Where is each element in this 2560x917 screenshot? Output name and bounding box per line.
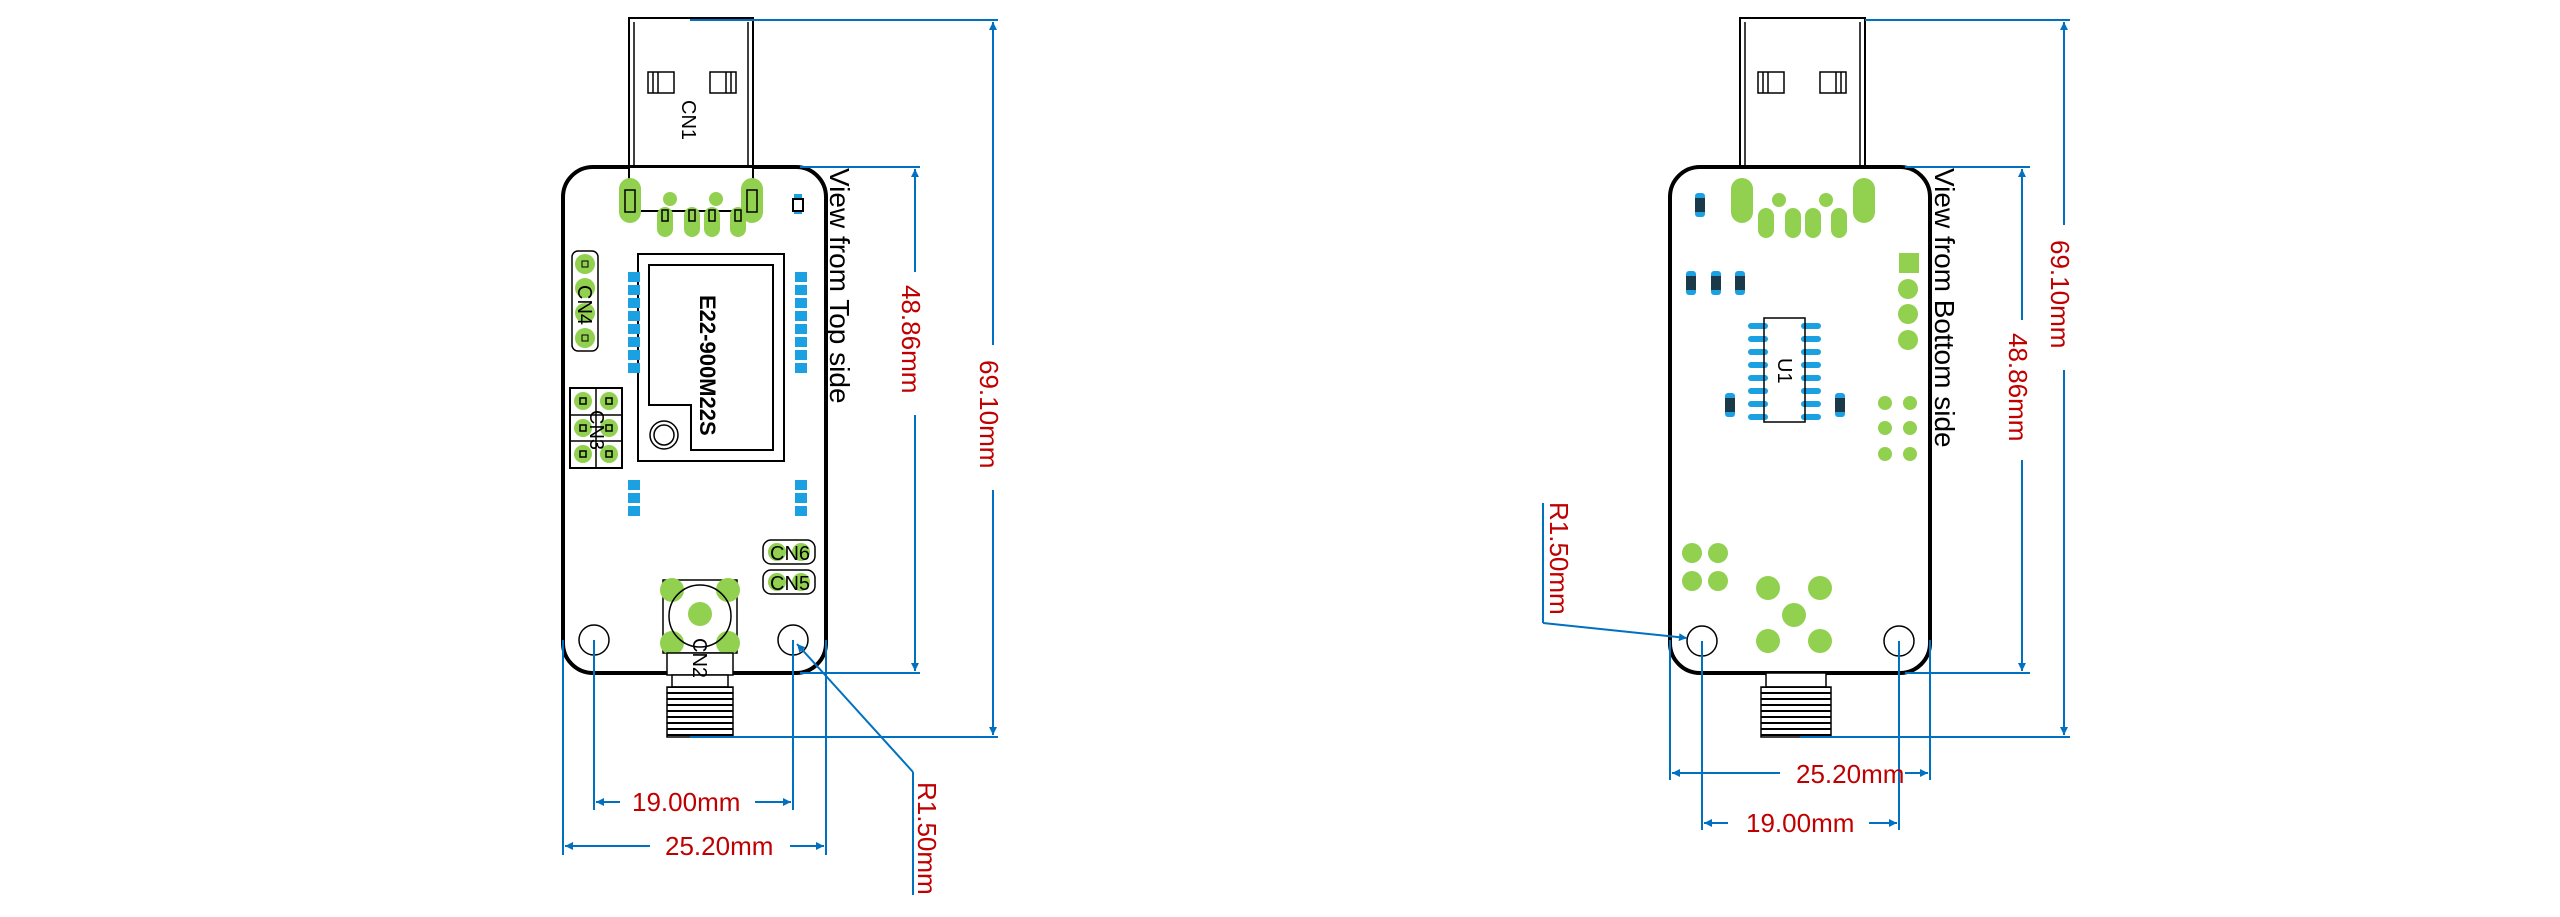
dim-hole-spacing-bottom: 19.00mm — [1746, 808, 1854, 838]
header-pads-bottom — [1878, 253, 1919, 461]
dim-hole-radius-bottom: R1.50mm — [1544, 502, 1574, 615]
header-cn4: CN4 — [571, 250, 599, 352]
pads-lower-bottom — [1682, 543, 1832, 653]
dim-hole-spacing: 19.00mm — [632, 787, 740, 817]
dim-board-width: 25.20mm — [665, 831, 773, 861]
dim-overall-length-bottom: 69.10mm — [2045, 240, 2075, 348]
cn1-label: CN1 — [677, 100, 699, 140]
usb-pads-bottom — [1731, 178, 1875, 238]
bottom-view-caption: View from Bottom side — [1929, 168, 1960, 448]
cn3-label: CN3 — [585, 410, 607, 450]
dim-board-width-bottom: 25.20mm — [1796, 759, 1904, 789]
rf-module-e22: E22-900M22S — [628, 253, 807, 516]
top-view-caption: View from Top side — [824, 168, 855, 404]
header-cn3: CN3 — [569, 387, 623, 469]
top-view-dimensions: 69.10mm 48.86mm 19.00mm 25.20mm R1.50mm — [562, 19, 1004, 895]
bottom-view-dimensions: 69.10mm 48.86mm 25.20mm 19.00mm R1.50mm — [1542, 19, 2075, 838]
module-label: E22-900M22S — [695, 295, 720, 436]
ic-u1: U1 — [1748, 317, 1821, 423]
header-cn5: CN5 — [762, 569, 816, 595]
antenna-connector-cn2: CN2 — [660, 578, 740, 738]
antenna-connector-bottom — [1760, 672, 1832, 738]
bottom-view: U1 View from Bottom side — [1668, 17, 1960, 738]
pcb-board-bottom — [1668, 165, 1932, 675]
dim-board-length-bottom: 48.86mm — [2003, 333, 2033, 441]
header-cn6: CN6 — [762, 539, 816, 565]
u1-label: U1 — [1773, 358, 1795, 384]
dim-hole-radius: R1.50mm — [912, 782, 942, 895]
smd-resistors — [1686, 193, 1845, 417]
usb-pads — [619, 178, 763, 237]
top-view: CN1 — [561, 17, 855, 738]
dim-board-length: 48.86mm — [896, 285, 926, 393]
cn6-label: CN6 — [770, 543, 810, 565]
dim-overall-length: 69.10mm — [974, 360, 1004, 468]
cn4-label: CN4 — [573, 285, 595, 325]
cn2-label: CN2 — [688, 638, 710, 678]
cn5-label: CN5 — [770, 573, 810, 595]
